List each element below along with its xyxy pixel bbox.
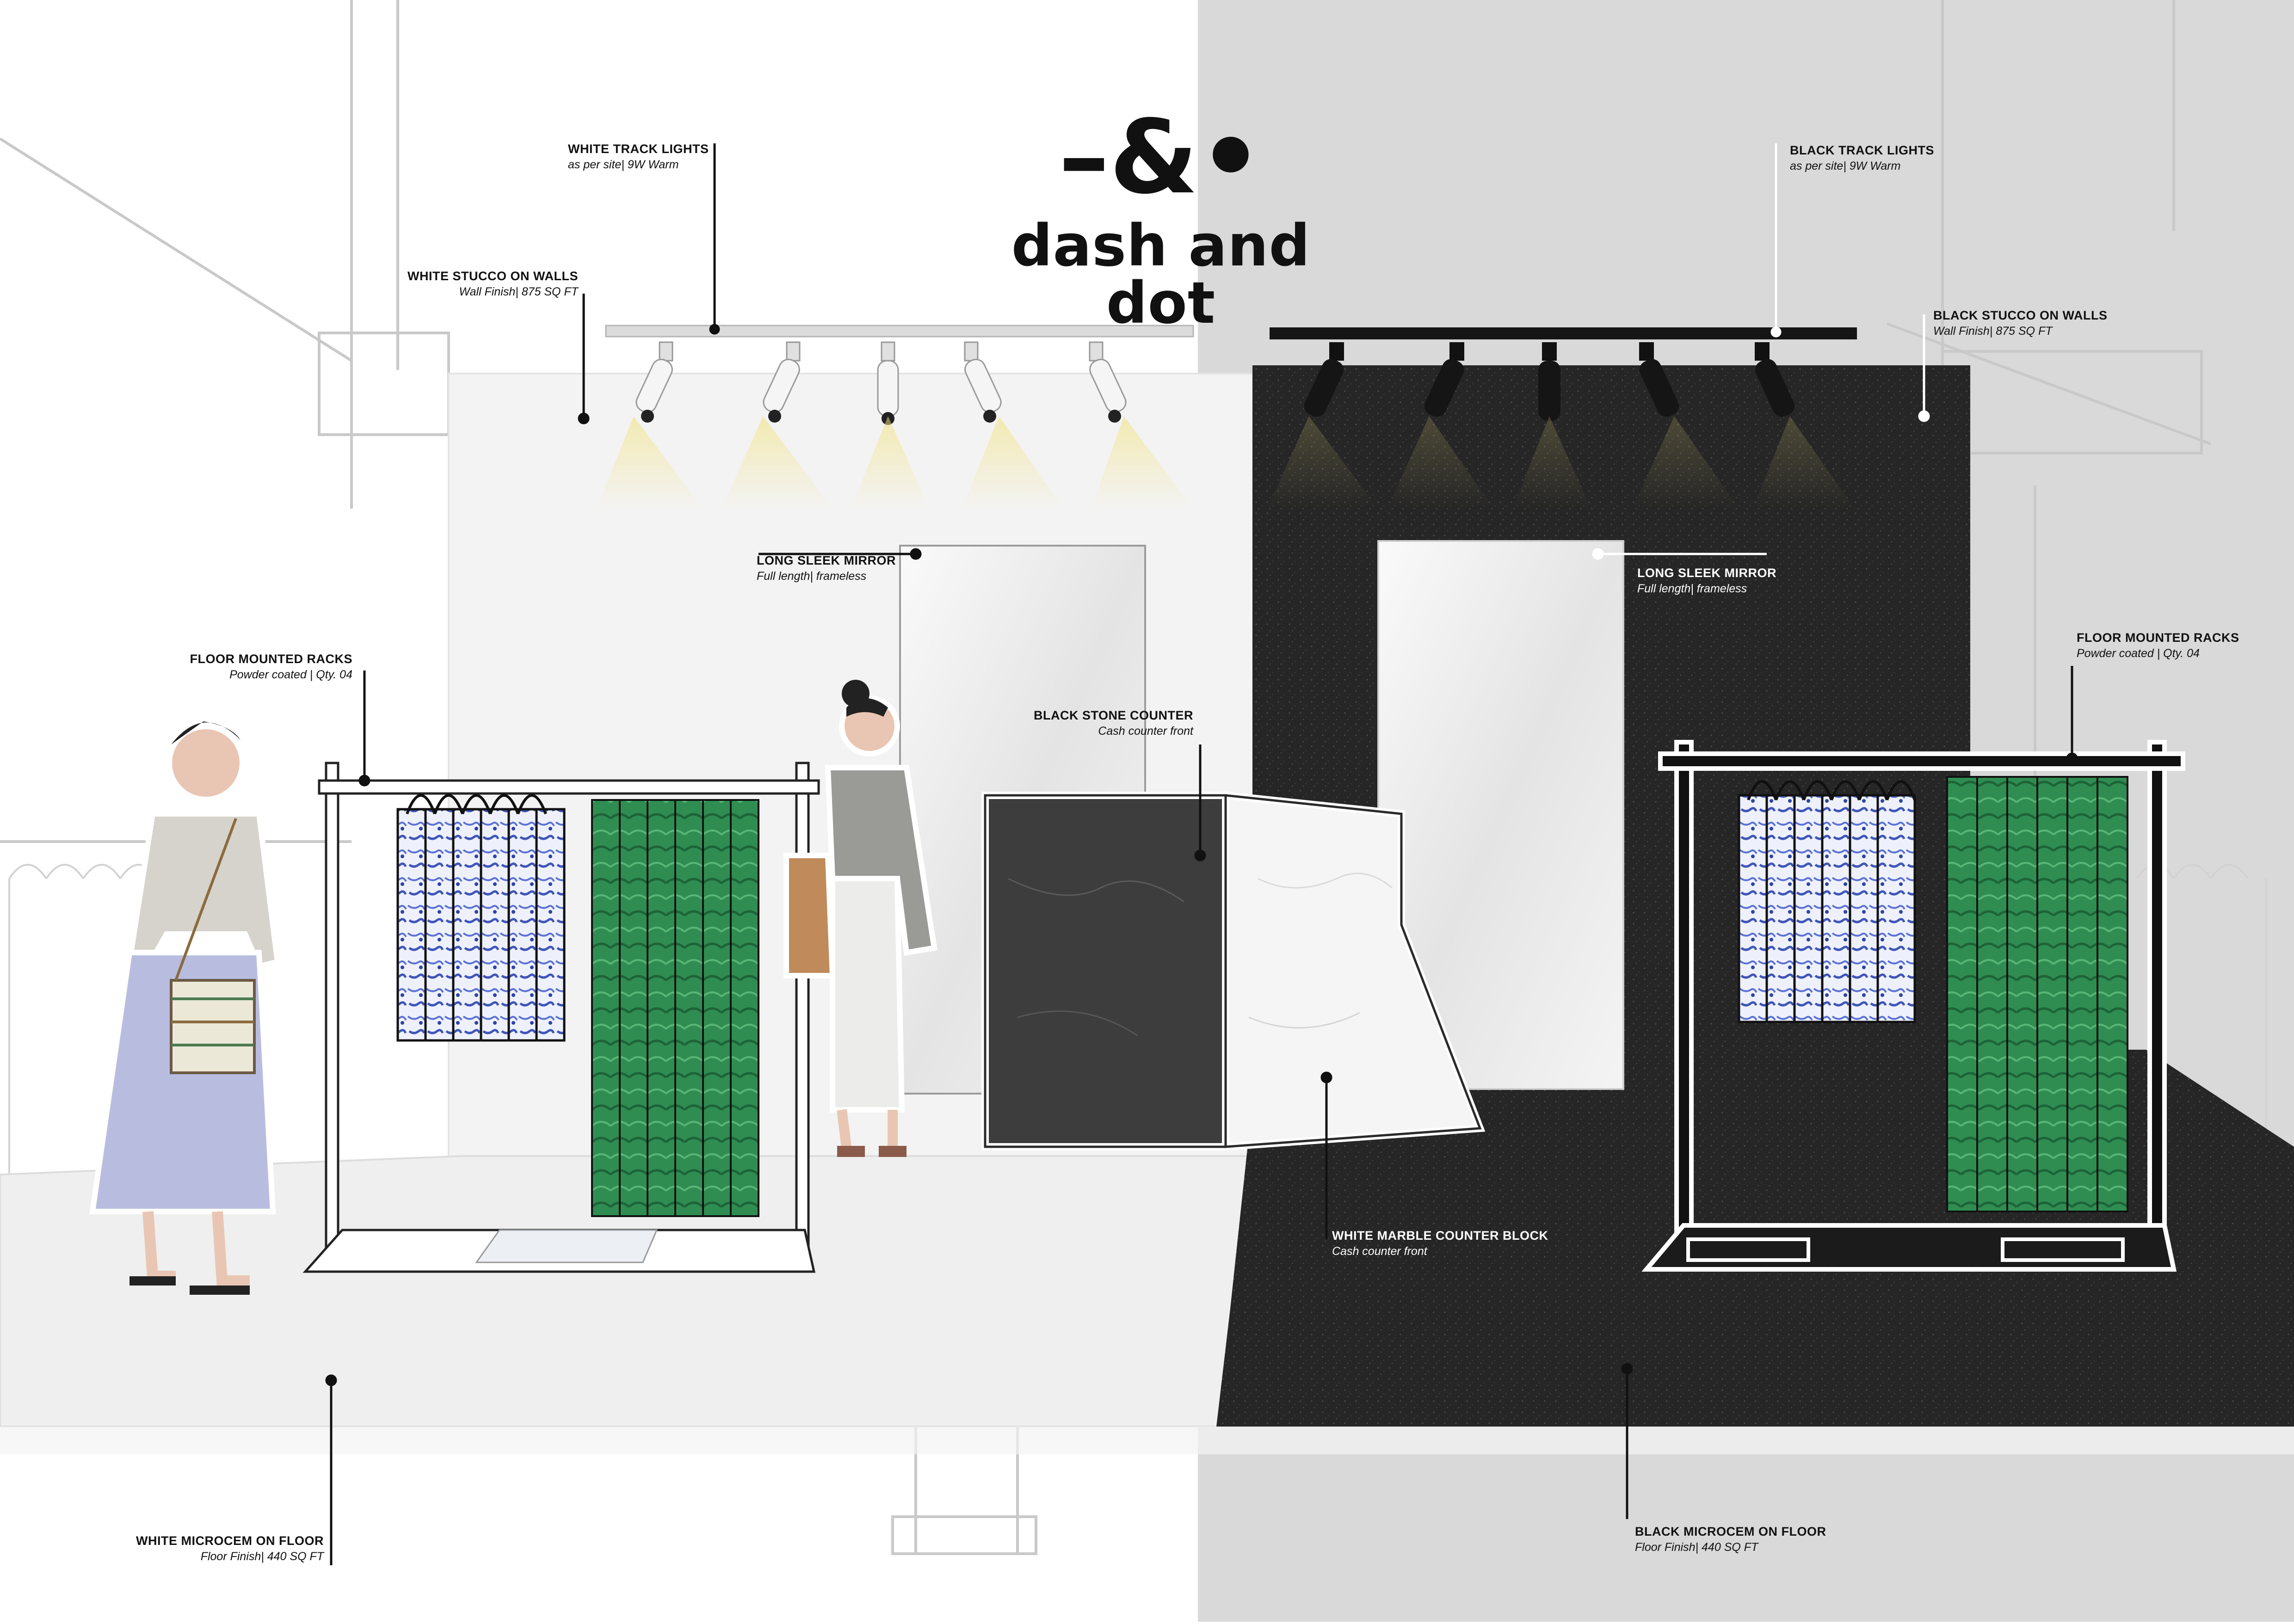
- label-title: BLACK TRACK LIGHTS: [1790, 143, 1934, 157]
- green-dresses-right: [1946, 776, 2128, 1212]
- label-title: LONG SLEEK MIRROR: [1637, 566, 1777, 580]
- label-black-track-lights: BLACK TRACK LIGHTS as per site| 9W Warm: [1790, 142, 1934, 174]
- black-spotlights: [1304, 342, 1795, 421]
- label-white-counter: WHITE MARBLE COUNTER BLOCK Cash counter …: [1332, 1228, 1548, 1259]
- label-subtitle: as per site| 9W Warm: [568, 158, 679, 172]
- cash-counter: [981, 791, 1486, 1151]
- floor-shadow: [0, 1427, 2294, 1454]
- label-racks-right: FLOOR MOUNTED RACKS Powder coated | Qty.…: [2077, 630, 2239, 661]
- label-title: FLOOR MOUNTED RACKS: [190, 652, 352, 666]
- blue-printed-shirts-left: [396, 794, 566, 1042]
- label-title: LONG SLEEK MIRROR: [757, 554, 896, 567]
- label-subtitle: Full length| frameless: [1637, 582, 1747, 596]
- white-floor-rack: [302, 762, 820, 1273]
- label-mirror-right: LONG SLEEK MIRROR Full length| frameless: [1637, 565, 1776, 597]
- woman-shopper: [783, 680, 937, 1157]
- label-white-stucco: WHITE STUCCO ON WALLS Wall Finish| 875 S…: [356, 268, 578, 300]
- white-spotlights: [635, 341, 1127, 425]
- label-title: FLOOR MOUNTED RACKS: [2077, 631, 2239, 645]
- label-mirror-left: LONG SLEEK MIRROR Full length| frameless: [757, 553, 896, 584]
- blue-printed-shirts-right: [1738, 780, 1916, 1023]
- label-subtitle: Cash counter front: [1098, 725, 1193, 738]
- black-track-rail: [1270, 327, 1857, 339]
- label-subtitle: as per site| 9W Warm: [1790, 160, 1901, 173]
- woman-with-bag: [89, 721, 281, 1295]
- label-subtitle: Floor Finish| 440 SQ FT: [200, 1550, 324, 1563]
- label-subtitle: Cash counter front: [1332, 1245, 1427, 1258]
- label-subtitle: Powder coated | Qty. 04: [2077, 647, 2200, 660]
- leader-lines-white: [1592, 143, 1930, 560]
- label-title: BLACK STONE COUNTER: [1033, 708, 1193, 722]
- label-white-floor: WHITE MICROCEM ON FLOOR Floor Finish| 44…: [92, 1533, 324, 1564]
- label-black-stucco: BLACK STUCCO ON WALLS Wall Finish| 875 S…: [1933, 308, 2107, 339]
- label-subtitle: Floor Finish| 440 SQ FT: [1635, 1541, 1758, 1554]
- black-floor-rack: [1641, 740, 2185, 1272]
- label-title: WHITE TRACK LIGHTS: [568, 142, 709, 156]
- label-black-counter: BLACK STONE COUNTER Cash counter front: [971, 707, 1193, 739]
- label-title: WHITE STUCCO ON WALLS: [407, 269, 578, 283]
- green-dresses-left: [591, 799, 759, 1217]
- label-subtitle: Wall Finish| 875 SQ FT: [459, 285, 579, 299]
- label-racks-left: FLOOR MOUNTED RACKS Powder coated | Qty.…: [130, 651, 352, 683]
- brand-logo-mark: –&•: [1058, 98, 1264, 216]
- label-black-floor: BLACK MICROCEM ON FLOOR Floor Finish| 44…: [1635, 1524, 1826, 1555]
- white-track-rail: [605, 325, 1194, 338]
- label-title: BLACK STUCCO ON WALLS: [1933, 308, 2108, 322]
- label-title: BLACK MICROCEM ON FLOOR: [1635, 1525, 1826, 1538]
- label-subtitle: Wall Finish| 875 SQ FT: [1933, 325, 2053, 338]
- brand-name: dash and dot: [1011, 213, 1311, 337]
- label-title: WHITE MICROCEM ON FLOOR: [136, 1534, 324, 1548]
- leader-lines-rack-right: [2066, 666, 2078, 764]
- label-title: WHITE MARBLE COUNTER BLOCK: [1332, 1229, 1548, 1243]
- white-light-glow: [597, 416, 1193, 509]
- black-light-glow: [1267, 416, 1855, 509]
- leader-lines: [325, 143, 1633, 1565]
- label-subtitle: Powder coated | Qty. 04: [229, 668, 352, 682]
- label-subtitle: Full length| frameless: [757, 570, 867, 583]
- label-white-track-lights: WHITE TRACK LIGHTS as per site| 9W Warm: [568, 141, 709, 172]
